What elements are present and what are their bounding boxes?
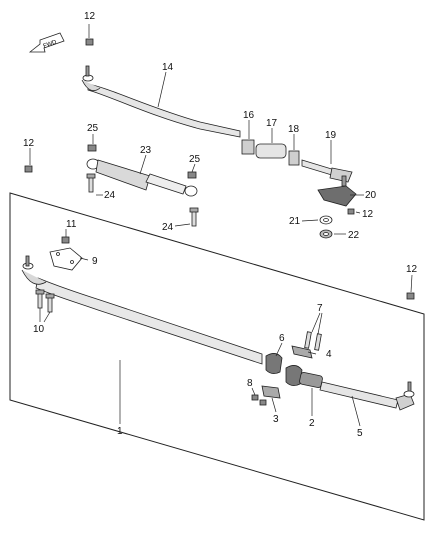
bracket-4 <box>291 345 313 359</box>
nut-12-left <box>24 165 33 173</box>
callout-24-left: 24 <box>104 190 116 201</box>
callout-10: 10 <box>33 324 45 335</box>
bolt-10-b <box>45 293 55 313</box>
plate-9 <box>49 247 83 271</box>
drag-link-14 <box>81 65 241 138</box>
nut-8-a <box>251 394 259 401</box>
bolt-24-right <box>189 207 199 227</box>
steering-damper-23 <box>86 158 198 197</box>
clamp-6 <box>265 353 303 386</box>
nut-11 <box>61 236 70 244</box>
assembly-outline <box>9 192 425 521</box>
adjuster-nut-16 <box>241 139 255 155</box>
nut-12-right <box>406 292 415 300</box>
callout-12-right: 12 <box>406 264 418 275</box>
nut-12-bracket <box>347 208 355 215</box>
callout-7: 7 <box>317 303 323 314</box>
callout-22: 22 <box>348 230 360 241</box>
callout-17: 17 <box>266 118 278 129</box>
callout-18: 18 <box>288 124 300 135</box>
fwd-arrow: FWD <box>28 32 65 53</box>
callout-1: 1 <box>117 426 123 437</box>
bracket-20 <box>317 185 357 207</box>
bracket-3 <box>261 385 281 399</box>
washer-21 <box>319 215 333 225</box>
callout-11: 11 <box>66 219 77 230</box>
callout-12-top: 12 <box>84 11 96 22</box>
tie-rod-1 <box>21 255 263 365</box>
callout-6: 6 <box>279 333 285 344</box>
callout-5: 5 <box>357 428 363 439</box>
callout-20: 20 <box>365 190 377 201</box>
fwd-label: FWD <box>43 39 59 50</box>
callout-14: 14 <box>162 62 174 73</box>
bolt-7-b <box>314 333 322 351</box>
callout-2: 2 <box>309 418 315 429</box>
nut-25-left <box>87 144 97 152</box>
callout-12-bracket: 12 <box>362 209 374 220</box>
callouts: 12 14 16 17 18 19 25 23 25 12 24 20 12 2… <box>23 11 418 439</box>
adjuster-sleeve-17 <box>255 143 287 159</box>
nut-25-right <box>187 171 197 179</box>
bolt-10-a <box>35 289 45 309</box>
tie-rod-end-5 <box>319 381 415 411</box>
tie-rod-end-19 <box>301 159 353 187</box>
callout-23: 23 <box>140 145 152 156</box>
callout-25-left: 25 <box>87 123 99 134</box>
nut-8-b <box>259 399 267 406</box>
callout-21: 21 <box>289 216 301 227</box>
callout-12-left: 12 <box>23 138 35 149</box>
callout-4: 4 <box>326 349 332 360</box>
nut-22 <box>319 229 333 239</box>
callout-3: 3 <box>273 414 279 425</box>
bolt-7-a <box>304 331 312 349</box>
adjuster-sleeve-2 <box>299 372 323 388</box>
leader-lines <box>29 24 413 427</box>
callout-24-right: 24 <box>162 222 174 233</box>
callout-9: 9 <box>92 256 98 267</box>
callout-8: 8 <box>247 378 253 389</box>
callout-19: 19 <box>325 130 337 141</box>
adjuster-nut-18 <box>288 150 300 166</box>
nut-12-top <box>85 38 94 46</box>
callout-25-right: 25 <box>189 154 201 165</box>
callout-16: 16 <box>243 110 255 121</box>
bolt-24-left <box>86 173 96 193</box>
